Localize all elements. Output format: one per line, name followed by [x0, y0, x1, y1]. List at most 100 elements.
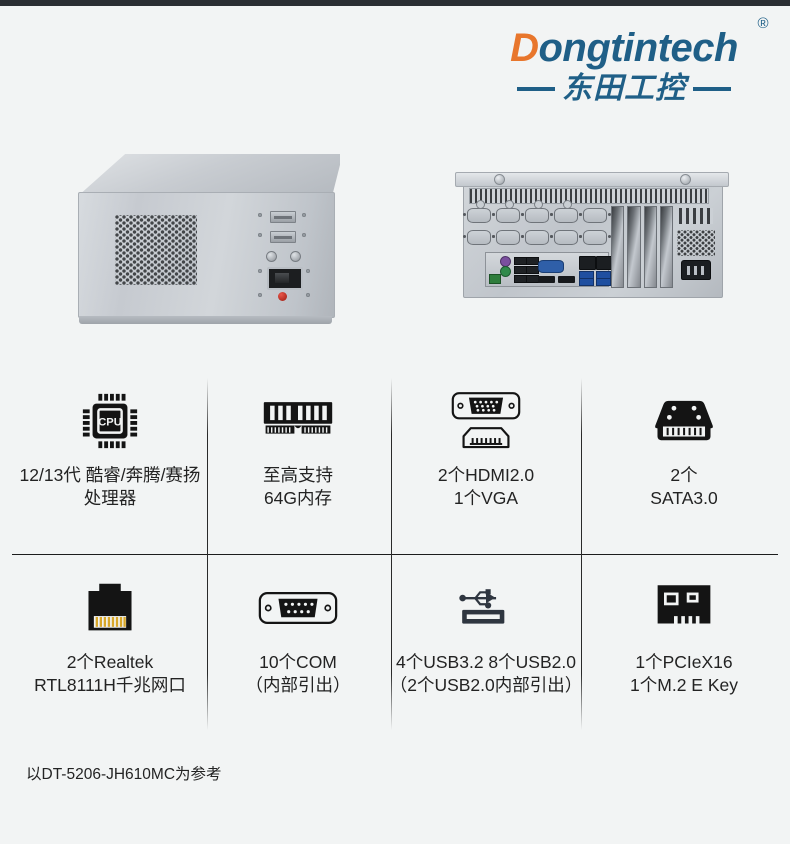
rear-top-rail — [455, 172, 729, 187]
panel-screw-icon — [258, 213, 262, 217]
spec-line-1: 2个HDMI2.0 — [437, 465, 535, 485]
front-port-cluster — [256, 205, 318, 305]
cpu-chip-icon: CPU — [12, 386, 208, 456]
antenna-hole-icon — [476, 200, 485, 209]
expansion-slot-bracket — [659, 206, 673, 288]
grid-vertical-divider — [391, 378, 393, 730]
svg-text:CPU: CPU — [98, 416, 122, 428]
rj45-ethernet-icon — [12, 573, 208, 643]
spec-line-1: 12/13代 酷睿/奔腾/赛扬 — [19, 465, 201, 485]
antenna-hole-icon — [505, 200, 514, 209]
rear-vent-slots-icon — [469, 188, 709, 204]
expansion-slot-bracket — [627, 206, 641, 288]
spec-line-2: SATA3.0 — [650, 488, 718, 509]
spec-label: 12/13代 酷睿/奔腾/赛扬 处理器 — [12, 464, 208, 511]
antenna-hole-icon — [563, 200, 572, 209]
expansion-slot-bracket — [611, 206, 625, 288]
panel-screw-icon — [258, 233, 262, 237]
power-supply-area — [673, 206, 721, 286]
reset-button-icon[interactable] — [278, 292, 287, 301]
spec-cell-memory: 至高支持 64G内存 — [200, 386, 396, 511]
spec-label: 1个PCIeX16 1个M.2 E Key — [586, 651, 782, 698]
hdd-led-icon — [290, 251, 301, 262]
spec-line-1: 10个COM — [259, 652, 337, 672]
com-port-row — [463, 200, 611, 226]
rj45-lan-port-icon — [579, 256, 596, 270]
product-photo-area — [0, 140, 790, 340]
com-port-knockout — [521, 230, 553, 245]
thumbscrew-icon — [494, 174, 505, 185]
spec-line-2: 1个VGA — [453, 488, 519, 509]
panel-screw-icon — [302, 233, 306, 237]
chassis-base-edge — [79, 316, 332, 324]
brand-logo: Dongtintech ® 东田工控 — [494, 16, 768, 104]
specification-grid: CPU 12/13代 酷睿/奔腾/赛扬 处理器 — [0, 368, 790, 740]
panel-screw-icon — [258, 269, 262, 273]
com-port-knockout — [550, 200, 582, 223]
com-port-knockout — [579, 208, 611, 223]
vga-port-icon — [538, 260, 564, 273]
brand-wordmark-initial: D — [510, 26, 539, 70]
com-port-knockout — [492, 200, 524, 223]
spec-cell-usb: 4个USB3.2 8个USB2.0 （2个USB2.0内部引出） — [388, 573, 584, 698]
front-vent-grille-icon — [115, 215, 197, 285]
com-port-knockout-array — [463, 200, 611, 250]
spec-line-1: 4个USB3.2 8个USB2.0 — [396, 652, 576, 672]
vga-hdmi-port-icon — [388, 386, 584, 456]
hdmi-port-icon — [558, 276, 575, 283]
spec-label: 10个COM （内部引出） — [200, 651, 396, 698]
brand-chinese-name: 东田工控 — [562, 72, 686, 105]
panel-screw-icon — [258, 293, 262, 297]
panel-screw-icon — [306, 269, 310, 273]
memory-module-icon — [200, 386, 396, 456]
spec-line-2: 64G内存 — [263, 488, 333, 509]
usb3-port-icon — [579, 278, 594, 286]
spec-line-2: 1个M.2 E Key — [630, 675, 738, 696]
spec-label: 至高支持 64G内存 — [200, 464, 396, 511]
antenna-hole-icon — [534, 200, 543, 209]
registered-trademark-icon: ® — [757, 15, 768, 32]
spec-label: 2个Realtek RTL8111H千兆网口 — [12, 651, 208, 698]
hdmi-port-icon — [538, 276, 555, 283]
usb-port-icon — [388, 573, 584, 643]
logo-rule-right — [693, 87, 731, 91]
chassis-front-panel — [78, 192, 335, 318]
grid-vertical-divider — [207, 378, 209, 730]
product-image-rear — [455, 172, 729, 300]
spec-cell-cpu: CPU 12/13代 酷睿/奔腾/赛扬 处理器 — [12, 386, 208, 511]
grid-horizontal-divider — [12, 554, 778, 556]
brand-wordmark: Dongtintech ® — [494, 16, 768, 70]
panel-screw-icon — [306, 293, 310, 297]
spec-label: 2个HDMI2.0 1个VGA — [388, 464, 584, 511]
com-port-knockout — [550, 230, 582, 245]
spec-cell-sata: 2个 SATA3.0 — [586, 386, 782, 511]
spec-line-1: 2个 — [670, 465, 698, 485]
pcie-card-icon — [586, 573, 782, 643]
spec-line-1: 1个PCIeX16 — [635, 652, 733, 672]
spec-line-2: RTL8111H千兆网口 — [34, 675, 186, 696]
reference-model-note: 以DT-5206-JH610MC为参考 — [26, 766, 222, 783]
power-led-icon — [266, 251, 277, 262]
spec-line-2: （内部引出） — [245, 675, 351, 696]
spec-line-1: 2个Realtek — [66, 652, 154, 672]
chassis-top-panel — [78, 154, 340, 196]
usb3-port-icon — [596, 278, 611, 286]
product-image-front — [78, 154, 340, 324]
spec-cell-com: 10个COM （内部引出） — [200, 573, 396, 698]
spec-label: 4个USB3.2 8个USB2.0 （2个USB2.0内部引出） — [388, 651, 584, 698]
rear-io-shield — [485, 252, 613, 287]
power-switch-icon[interactable] — [267, 267, 303, 290]
logo-rule-left — [517, 87, 555, 91]
brand-wordmark-rest: ongtintech — [538, 26, 738, 70]
top-accent-bar — [0, 0, 790, 6]
expansion-slot-brackets — [611, 206, 673, 288]
com-port-knockout — [492, 230, 524, 245]
psu-vent-slots-icon — [679, 208, 713, 224]
sata-connector-icon — [586, 386, 782, 456]
spec-line-2: 处理器 — [83, 488, 137, 509]
spec-cell-ethernet: 2个Realtek RTL8111H千兆网口 — [12, 573, 208, 698]
expansion-slot-bracket — [643, 206, 657, 288]
com-port-knockout — [521, 200, 553, 223]
front-usb-port-icon — [270, 211, 296, 223]
brand-chinese-lockup: 东田工控 — [494, 74, 754, 104]
